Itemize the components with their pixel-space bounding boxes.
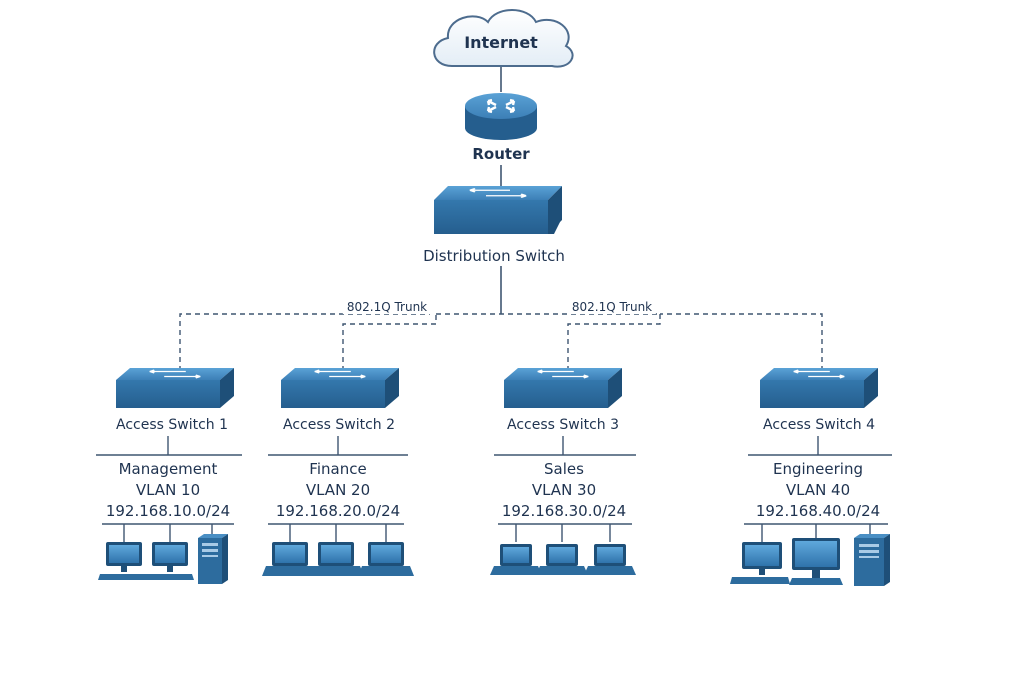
tower-pc-icon bbox=[854, 534, 890, 586]
router-icon bbox=[465, 93, 537, 140]
access-switch-label-1: Access Switch 1 bbox=[115, 417, 229, 433]
laptop-icon bbox=[262, 542, 318, 576]
vlan-info-management: Management VLAN 10 192.168.10.0/24 bbox=[106, 459, 230, 522]
trunk-label-left: 802.1Q Trunk bbox=[342, 300, 432, 314]
laptop-icon bbox=[308, 542, 364, 576]
workstation-monitor-icon bbox=[789, 538, 843, 585]
router-label: Router bbox=[472, 145, 530, 163]
access-switch-label-2: Access Switch 2 bbox=[282, 417, 396, 433]
access-switch-label-3: Access Switch 3 bbox=[506, 417, 620, 433]
access-switch-icon-1 bbox=[116, 368, 234, 408]
vlan-id: VLAN 10 bbox=[135, 481, 201, 499]
department-name: Finance bbox=[309, 460, 367, 478]
subnet: 192.168.30.0/24 bbox=[501, 502, 627, 520]
vlan-id: VLAN 20 bbox=[305, 481, 371, 499]
subnet: 192.168.40.0/24 bbox=[755, 502, 881, 520]
desktop-icon bbox=[98, 542, 150, 580]
vlan-info-finance: Finance VLAN 20 192.168.20.0/24 bbox=[276, 459, 400, 522]
internet-cloud-icon bbox=[433, 9, 574, 68]
vlan-buses bbox=[96, 436, 892, 542]
subnet: 192.168.20.0/24 bbox=[275, 502, 401, 520]
department-name: Management bbox=[118, 460, 218, 478]
access-switch-icon-4 bbox=[760, 368, 878, 408]
subnet: 192.168.10.0/24 bbox=[105, 502, 231, 520]
laptop-icon bbox=[358, 542, 414, 576]
trunk-label-right: 802.1Q Trunk bbox=[567, 300, 657, 314]
laptop-icon bbox=[490, 544, 542, 575]
internet-label: Internet bbox=[464, 33, 538, 52]
laptop-icon bbox=[536, 544, 588, 575]
department-name: Sales bbox=[544, 460, 584, 478]
laptop-icon bbox=[584, 544, 636, 575]
access-switch-icon-3 bbox=[504, 368, 622, 408]
access-switch-label-4: Access Switch 4 bbox=[762, 417, 876, 433]
vlan-info-sales: Sales VLAN 30 192.168.30.0/24 bbox=[502, 459, 626, 522]
desktop-icon bbox=[730, 542, 790, 584]
tower-pc-icon bbox=[198, 534, 228, 584]
access-switch-icon-2 bbox=[281, 368, 399, 408]
desktop-icon bbox=[146, 542, 194, 580]
vlan-id: VLAN 30 bbox=[531, 481, 597, 499]
distribution-switch-label: Distribution Switch bbox=[423, 247, 565, 265]
department-name: Engineering bbox=[773, 460, 863, 478]
trunk-links bbox=[179, 313, 823, 371]
vlan-info-engineering: Engineering VLAN 40 192.168.40.0/24 bbox=[756, 459, 880, 522]
distribution-switch-icon bbox=[434, 186, 562, 234]
vlan-id: VLAN 40 bbox=[785, 481, 851, 499]
